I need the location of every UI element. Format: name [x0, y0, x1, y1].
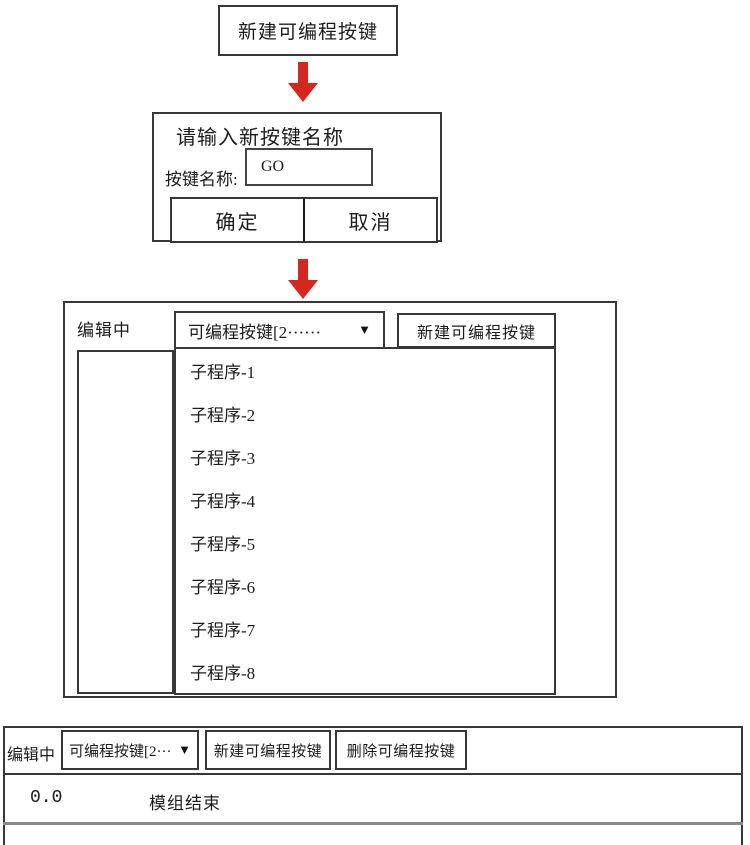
bottom-editor-panel: 编辑中 可编程按键[2··· ▼ 新建可编程按键 删除可编程按键 0.0 模组结…	[3, 726, 743, 845]
chevron-down-icon: ▼	[178, 742, 191, 757]
program-instruction[interactable]: 模组结束	[149, 794, 221, 813]
list-item[interactable]: 子程序-5	[190, 535, 256, 554]
row-divider	[3, 822, 743, 825]
list-item[interactable]: 子程序-7	[190, 621, 256, 640]
new-programmable-key-button[interactable]: 新建可编程按键	[218, 5, 398, 56]
list-item[interactable]: 子程序-8	[190, 664, 256, 683]
dialog-title: 请输入新按键名称	[176, 127, 344, 149]
list-item[interactable]: 子程序-6	[190, 578, 256, 597]
dropdown-value: 可编程按键[2···	[69, 743, 172, 760]
programmable-key-dropdown[interactable]: 可编程按键[2··· ▼	[61, 730, 199, 770]
list-item[interactable]: 子程序-3	[190, 449, 256, 468]
subprogram-dropdown-list: 子程序-1 子程序-2 子程序-3 子程序-4 子程序-5 子程序-6 子程序-…	[174, 347, 556, 695]
dialog-button-bar: 确定 取消	[170, 197, 438, 243]
editing-status-label: 编辑中	[7, 747, 56, 764]
flow-down-arrow-icon	[288, 62, 318, 102]
new-programmable-key-button[interactable]: 新建可编程按键	[205, 730, 331, 770]
new-key-name-dialog: 请输入新按键名称 按键名称: 确定 取消	[152, 112, 442, 243]
key-name-input[interactable]	[245, 148, 373, 186]
program-list-area	[77, 350, 174, 694]
cancel-button[interactable]: 取消	[303, 199, 436, 241]
dropdown-value: 可编程按键[2······	[188, 322, 322, 342]
editing-status-label: 编辑中	[77, 321, 131, 340]
ok-button[interactable]: 确定	[172, 199, 303, 241]
list-item[interactable]: 子程序-1	[190, 363, 256, 382]
new-programmable-key-button[interactable]: 新建可编程按键	[397, 313, 556, 348]
list-item[interactable]: 子程序-4	[190, 492, 256, 511]
list-item[interactable]: 子程序-2	[190, 406, 256, 425]
editor-panel: 编辑中 可编程按键[2······ ▼ 新建可编程按键 子程序-1 子程序-2 …	[63, 301, 617, 698]
delete-programmable-key-button[interactable]: 删除可编程按键	[335, 730, 467, 770]
row-divider	[3, 773, 743, 775]
chevron-down-icon: ▼	[358, 322, 371, 337]
flow-down-arrow-icon	[288, 259, 318, 299]
programmable-key-dropdown[interactable]: 可编程按键[2······ ▼	[174, 311, 385, 349]
program-line-number: 0.0	[30, 788, 63, 808]
key-name-label: 按键名称:	[165, 170, 238, 189]
